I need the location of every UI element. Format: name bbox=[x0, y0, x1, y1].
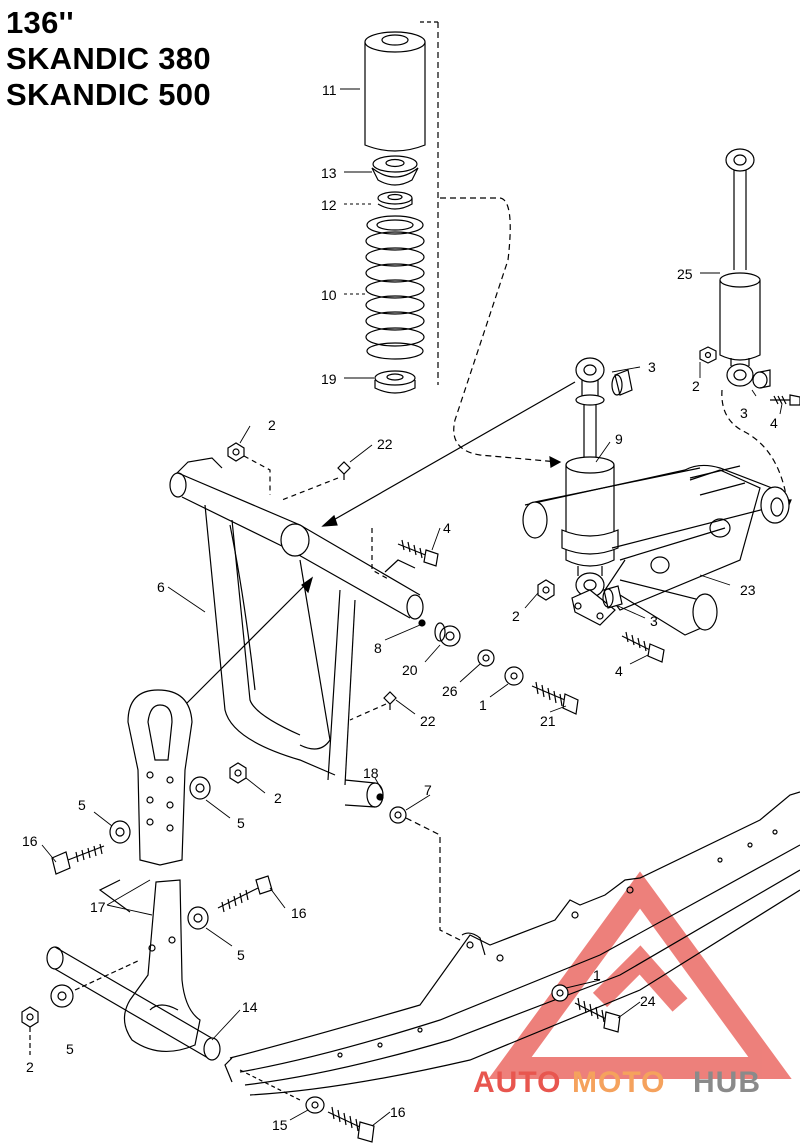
spring-seat-13 bbox=[371, 155, 419, 186]
callout-5-lower: 5 bbox=[66, 1041, 74, 1057]
grease-fitting-22-top bbox=[337, 461, 351, 480]
callout-1-center: 1 bbox=[479, 697, 487, 713]
callout-4-right: 4 bbox=[770, 415, 778, 431]
callout-2-center: 2 bbox=[512, 608, 520, 624]
callout-4-center: 4 bbox=[615, 663, 623, 679]
callout-9: 9 bbox=[615, 431, 623, 447]
slide-rail bbox=[224, 791, 800, 1096]
washer-1-center bbox=[504, 666, 524, 686]
rear-arm-23 bbox=[522, 464, 790, 636]
callout-20: 20 bbox=[402, 662, 418, 678]
bolt-4-upper-right bbox=[770, 394, 800, 406]
shaft-14 bbox=[46, 946, 221, 1061]
callout-2-bottom-left: 2 bbox=[26, 1059, 34, 1075]
callout-5-upper-right: 5 bbox=[237, 815, 245, 831]
leader-lines bbox=[41, 88, 783, 1127]
callout-19: 19 bbox=[321, 371, 337, 387]
callout-12: 12 bbox=[321, 197, 337, 213]
callout-24: 24 bbox=[640, 993, 656, 1009]
nut-2-lower-left bbox=[21, 1006, 39, 1028]
bushing-20 bbox=[434, 622, 461, 647]
nut-2-top-left bbox=[227, 442, 245, 462]
callout-21: 21 bbox=[540, 713, 556, 729]
rear-shock-25 bbox=[719, 148, 761, 387]
coil-spring-10 bbox=[365, 215, 425, 360]
washer-5-lower-left bbox=[50, 984, 74, 1008]
callout-4-top-center: 4 bbox=[443, 520, 451, 536]
diagram-title-line-3: SKANDIC 500 bbox=[6, 77, 211, 112]
callout-16-left: 16 bbox=[22, 833, 38, 849]
shackle-17-upper bbox=[127, 689, 193, 866]
washer-5-upper bbox=[189, 776, 211, 800]
washer-5-left bbox=[109, 820, 131, 844]
bolt-4-center bbox=[621, 631, 665, 663]
callout-17: 17 bbox=[90, 899, 106, 915]
callout-14: 14 bbox=[242, 999, 258, 1015]
callout-6: 6 bbox=[157, 579, 165, 595]
callout-7: 7 bbox=[424, 782, 432, 798]
callout-25: 25 bbox=[677, 266, 693, 282]
callout-10: 10 bbox=[321, 287, 337, 303]
diagram-title-line-1: 136'' bbox=[6, 5, 74, 40]
callout-5-middle: 5 bbox=[237, 947, 245, 963]
shackle-17-lower bbox=[123, 879, 201, 1053]
washer-1-lower bbox=[551, 984, 569, 1002]
bushing-3-upper-right bbox=[752, 369, 771, 389]
callout-22-lower: 22 bbox=[420, 713, 436, 729]
watermark-text-moto: MOTO bbox=[572, 1066, 666, 1099]
callout-labels: 11 13 12 10 19 25 3 2 3 4 2 22 9 4 6 23 … bbox=[22, 82, 778, 1133]
callout-3-center: 3 bbox=[650, 613, 658, 629]
spring-seat-19 bbox=[374, 370, 416, 394]
bolt-21 bbox=[531, 681, 579, 715]
washer-26 bbox=[477, 649, 495, 667]
callout-16-bottom: 16 bbox=[390, 1104, 406, 1120]
washer-7 bbox=[389, 806, 407, 824]
bushing-3-upper-center bbox=[611, 369, 633, 396]
callout-3-top: 3 bbox=[648, 359, 656, 375]
watermark-text-auto: AUTO bbox=[473, 1066, 562, 1099]
watermark-logo-triangle bbox=[488, 871, 792, 1079]
nut-2-left-upper bbox=[229, 762, 247, 784]
callout-18: 18 bbox=[363, 765, 379, 781]
callout-5-upper-left: 5 bbox=[78, 797, 86, 813]
watermark-text-hub: HUB bbox=[693, 1066, 761, 1099]
callout-2-top: 2 bbox=[268, 417, 276, 433]
spring-stopper-12 bbox=[377, 191, 413, 210]
washer-5-lower-right bbox=[187, 906, 209, 930]
callout-15: 15 bbox=[272, 1117, 288, 1133]
callout-23: 23 bbox=[740, 582, 756, 598]
bolt-24 bbox=[574, 997, 621, 1033]
callout-13: 13 bbox=[321, 165, 337, 181]
front-arm-6 bbox=[169, 457, 426, 808]
callout-22-top: 22 bbox=[377, 436, 393, 452]
diagram-title-line-2: SKANDIC 380 bbox=[6, 41, 211, 76]
grease-fitting-22-lower bbox=[383, 691, 397, 710]
bushing-3-lower-center bbox=[602, 585, 623, 609]
front-shock-9 bbox=[561, 357, 619, 598]
callout-2-top-right: 2 bbox=[692, 378, 700, 394]
callout-1-lower: 1 bbox=[593, 967, 601, 983]
bolt-16-left bbox=[51, 843, 105, 875]
callout-3-right: 3 bbox=[740, 405, 748, 421]
nut-2-upper-right bbox=[699, 346, 717, 364]
nut-2-center bbox=[537, 579, 555, 601]
washer-15 bbox=[305, 1096, 325, 1114]
callout-26: 26 bbox=[442, 683, 458, 699]
bolt-16-bottom bbox=[327, 1106, 375, 1143]
callout-11: 11 bbox=[322, 82, 337, 98]
bolt-4-top-center bbox=[397, 539, 439, 567]
bolt-16-middle bbox=[217, 875, 273, 913]
callout-8: 8 bbox=[374, 640, 382, 656]
shock-cover-11 bbox=[364, 31, 426, 152]
mount-bracket-shock-lower bbox=[571, 589, 616, 626]
callout-16-middle: 16 bbox=[291, 905, 307, 921]
callout-2-left: 2 bbox=[274, 790, 282, 806]
